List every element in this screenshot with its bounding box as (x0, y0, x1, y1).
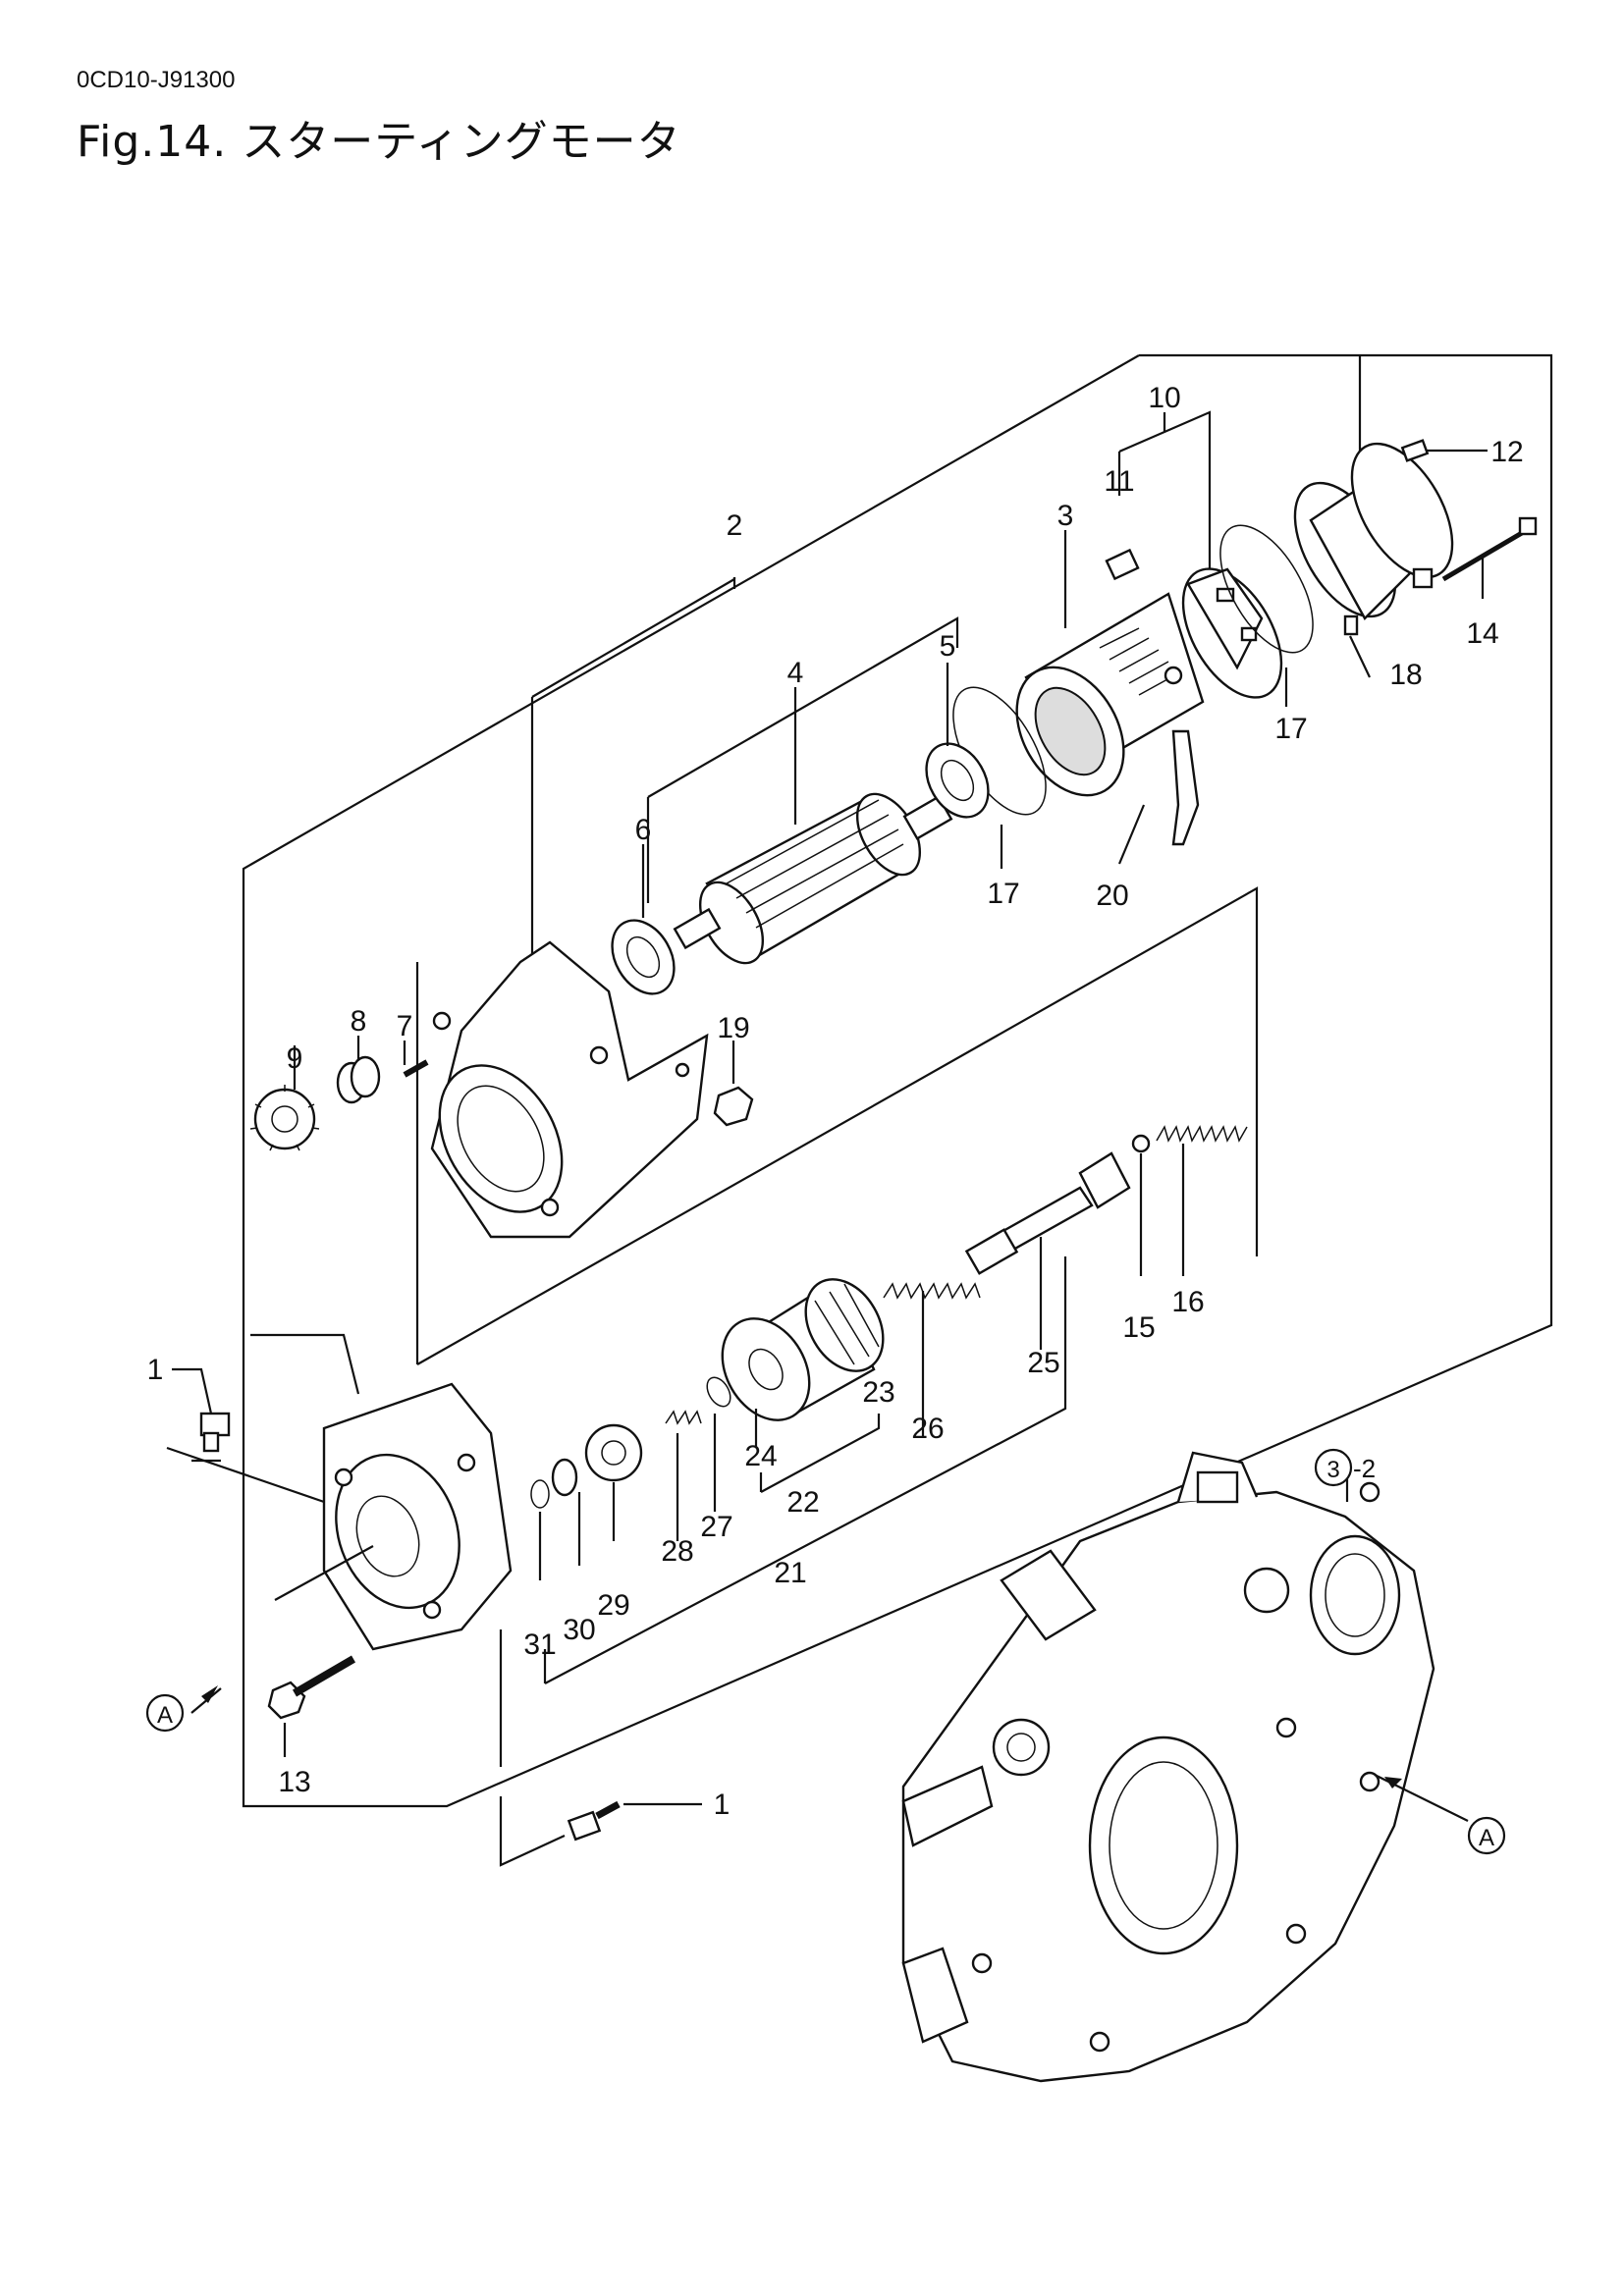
callout-16: 16 (1171, 1286, 1204, 1318)
part-18-cover (1293, 442, 1454, 636)
part-12-screw (1400, 439, 1488, 462)
callout-9: 9 (287, 1042, 303, 1075)
svg-text:A: A (1479, 1825, 1494, 1851)
callout-21: 21 (774, 1557, 806, 1589)
callout-6: 6 (635, 814, 652, 846)
drive-end-housing (322, 1382, 513, 1651)
callout-14: 14 (1466, 617, 1498, 650)
callout-13: 13 (278, 1766, 310, 1798)
part-9-pinion-gear (249, 1085, 320, 1151)
part-17-o-ring-a (1219, 524, 1314, 654)
callout-28: 28 (661, 1535, 693, 1568)
callout-11: 11 (1104, 465, 1134, 498)
callout-2: 2 (727, 509, 743, 542)
callout-4: 4 (787, 657, 804, 689)
figure-title: Fig.14. スターティングモータ (77, 117, 681, 167)
callout-17-lower: 17 (987, 878, 1019, 910)
callout-5: 5 (940, 630, 956, 663)
callout-29: 29 (597, 1589, 629, 1622)
part-11-brush (1105, 548, 1140, 581)
part-22-overrunning-clutch (721, 1278, 885, 1421)
callout-17-upper: 17 (1274, 713, 1307, 745)
part-26-spring (883, 1282, 981, 1300)
callout-labels: 1 1 2 3 4 5 6 7 8 9 10 11 12 13 14 15 16… (147, 382, 1524, 1821)
callout-18: 18 (1389, 659, 1422, 691)
part-7-pin (403, 1059, 429, 1078)
part-10-brush-holder (1181, 567, 1283, 699)
part-1-bolt-lower (567, 1800, 621, 1842)
cross-reference-marker: 3 -2 (1314, 1448, 1376, 1487)
part-8-collar (336, 1055, 381, 1104)
svg-text:3: 3 (1326, 1457, 1339, 1483)
part-15-steel-ball (1131, 1134, 1151, 1153)
callout-27: 27 (700, 1511, 732, 1543)
callout-12: 12 (1490, 436, 1523, 468)
part-19-nut (713, 1086, 754, 1127)
callout-7: 7 (397, 1010, 413, 1042)
part-5-bearing (925, 742, 990, 819)
part-2-drive-housing (430, 940, 709, 1239)
part-6-bearing (611, 919, 676, 995)
part-25-pinion-shaft (964, 1151, 1131, 1275)
document-code: 0CD10-J91300 (77, 67, 236, 93)
callout-23: 23 (862, 1376, 894, 1409)
callout-19: 19 (717, 1012, 749, 1044)
svg-text:A: A (157, 1702, 173, 1729)
pinion-group-boundary (415, 886, 1259, 1365)
part-14-through-bolt (1441, 516, 1538, 599)
flywheel-housing (901, 1451, 1435, 2083)
callout-3: 3 (1057, 500, 1074, 532)
callout-24: 24 (744, 1440, 777, 1472)
callout-31: 31 (523, 1629, 556, 1661)
ref-marker-a-left: A (145, 1693, 185, 1733)
part-13-bolt (267, 1655, 356, 1720)
callout-10: 10 (1148, 382, 1180, 414)
callout-8: 8 (351, 1005, 367, 1038)
part-28-spring (665, 1410, 702, 1425)
callout-30: 30 (563, 1614, 595, 1646)
part-30-washer (551, 1458, 578, 1497)
part-29-pinion (584, 1423, 643, 1482)
callout-1-lower: 1 (714, 1789, 731, 1821)
part-20-shift-lever (1117, 729, 1200, 865)
part-31-stop-ring (530, 1479, 550, 1509)
callout-25: 25 (1027, 1347, 1059, 1379)
part-4-armature (673, 792, 953, 965)
assembly-boundary (242, 353, 1553, 1808)
callout-22: 22 (786, 1486, 819, 1519)
callout-20: 20 (1096, 880, 1128, 912)
part-27-snap-ring (706, 1376, 731, 1408)
callout-15: 15 (1122, 1311, 1155, 1344)
ref-marker-a-right: A (1467, 1816, 1506, 1855)
part-16-spring (1156, 1125, 1248, 1143)
part-1-bolt-upper (199, 1412, 231, 1453)
part-3-yoke (1015, 592, 1205, 797)
svg-text:-2: -2 (1353, 1454, 1376, 1483)
callout-26: 26 (911, 1413, 944, 1445)
callout-1-upper: 1 (147, 1354, 164, 1386)
